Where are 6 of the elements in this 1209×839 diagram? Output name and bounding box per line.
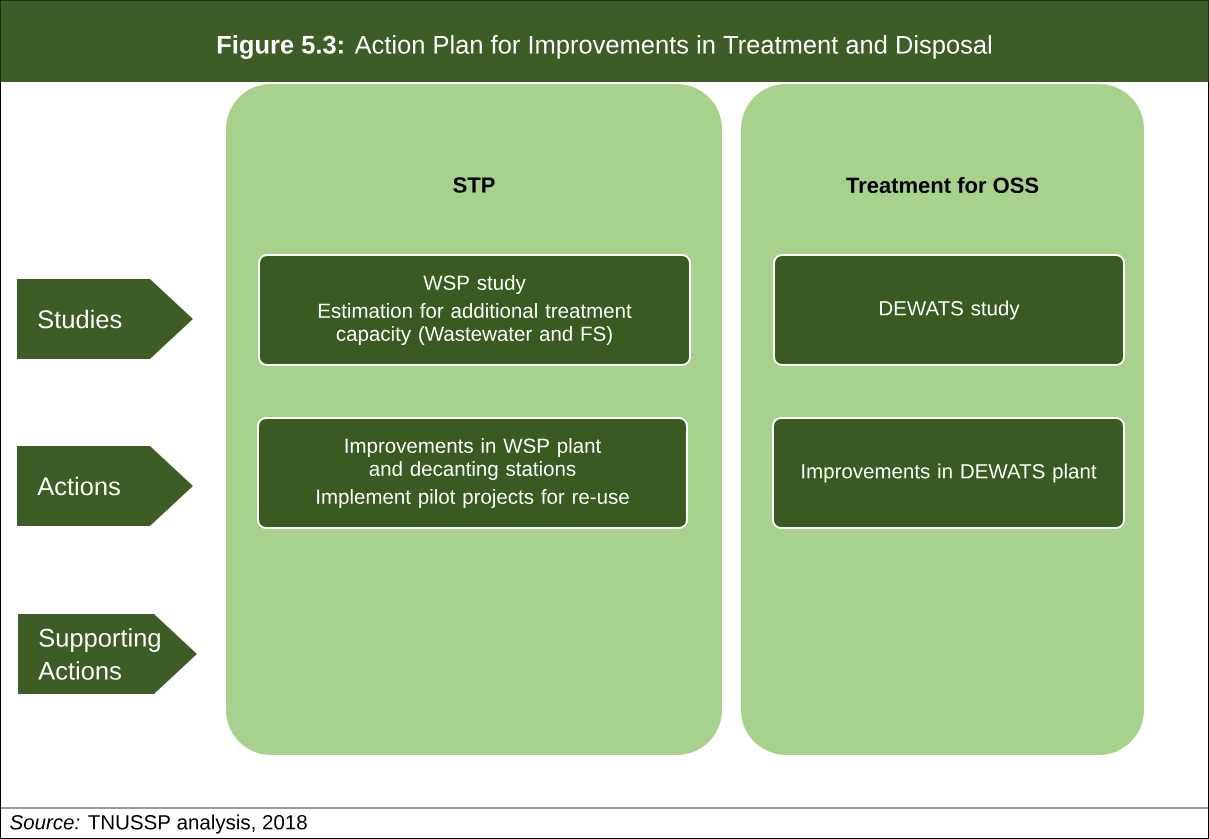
action-box: DEWATS study <box>773 254 1125 366</box>
action-box: Improvements in DEWATS plant <box>772 417 1125 529</box>
title-bar: Figure 5.3: Action Plan for Improvements in Treatment and Disposal <box>0 0 1209 82</box>
source-note: Source: TNUSSP analysis, 2018 <box>10 814 307 834</box>
action-box: Improvements in WSP plant and decanting stations Implement pilot projects for re-use <box>257 417 688 529</box>
action-box: WSP study Estimation for additional treatment capacity (Wastewater and FS) <box>258 254 691 366</box>
